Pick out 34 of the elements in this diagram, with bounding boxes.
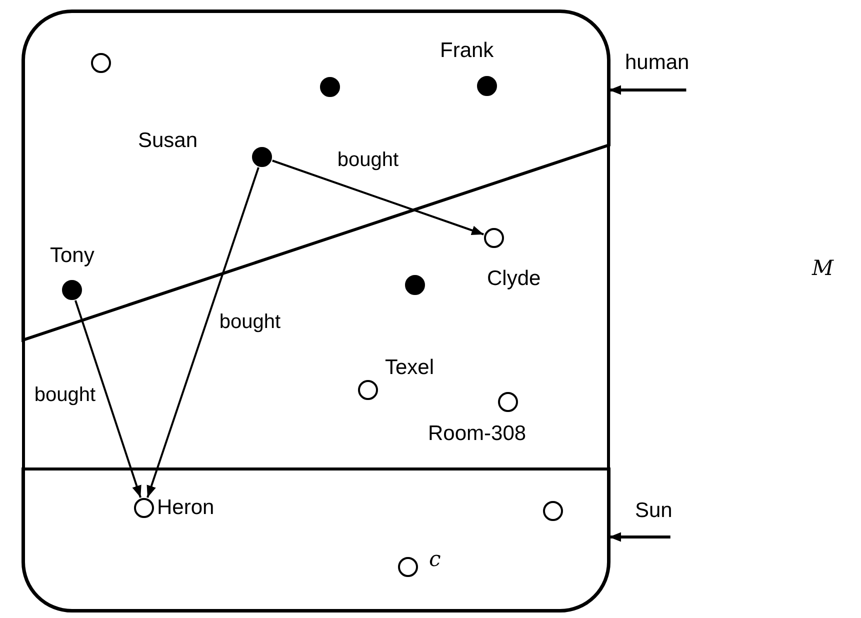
point-name: Heron: [157, 497, 214, 518]
point-name: Texel: [385, 357, 434, 378]
filled-point: [320, 77, 340, 97]
point-name: Room-308: [428, 423, 526, 444]
hollow-point: [358, 380, 378, 400]
point-name: Tony: [50, 245, 94, 266]
edge-label: bought: [33, 385, 97, 405]
point-name: Susan: [138, 130, 198, 151]
region-outline: [22, 10, 610, 340]
point-name: Clyde: [487, 268, 541, 289]
hollow-point: [398, 557, 418, 577]
hollow-point: [91, 53, 111, 73]
hollow-point: [134, 498, 154, 518]
point-name: Frank: [440, 40, 494, 61]
edge-label: bought: [336, 150, 400, 170]
filled-point: [405, 275, 425, 295]
band-outline: [22, 469, 610, 612]
filled-point: [477, 76, 497, 96]
hollow-point: [498, 392, 518, 412]
constant-name: c: [429, 549, 441, 570]
domain-box: [22, 10, 610, 612]
arrow: [74, 300, 142, 498]
arrow: [146, 167, 260, 498]
arrow: [272, 160, 484, 236]
edge-label: bought: [218, 312, 282, 332]
domain-name: M: [812, 258, 834, 279]
filled-point: [252, 147, 272, 167]
filled-point: [62, 280, 82, 300]
hollow-point: [484, 228, 504, 248]
region-name: human: [625, 52, 690, 73]
hollow-point: [543, 501, 563, 521]
arrow: [609, 532, 670, 542]
region-name: Sun: [635, 500, 672, 521]
arrow: [609, 85, 686, 95]
